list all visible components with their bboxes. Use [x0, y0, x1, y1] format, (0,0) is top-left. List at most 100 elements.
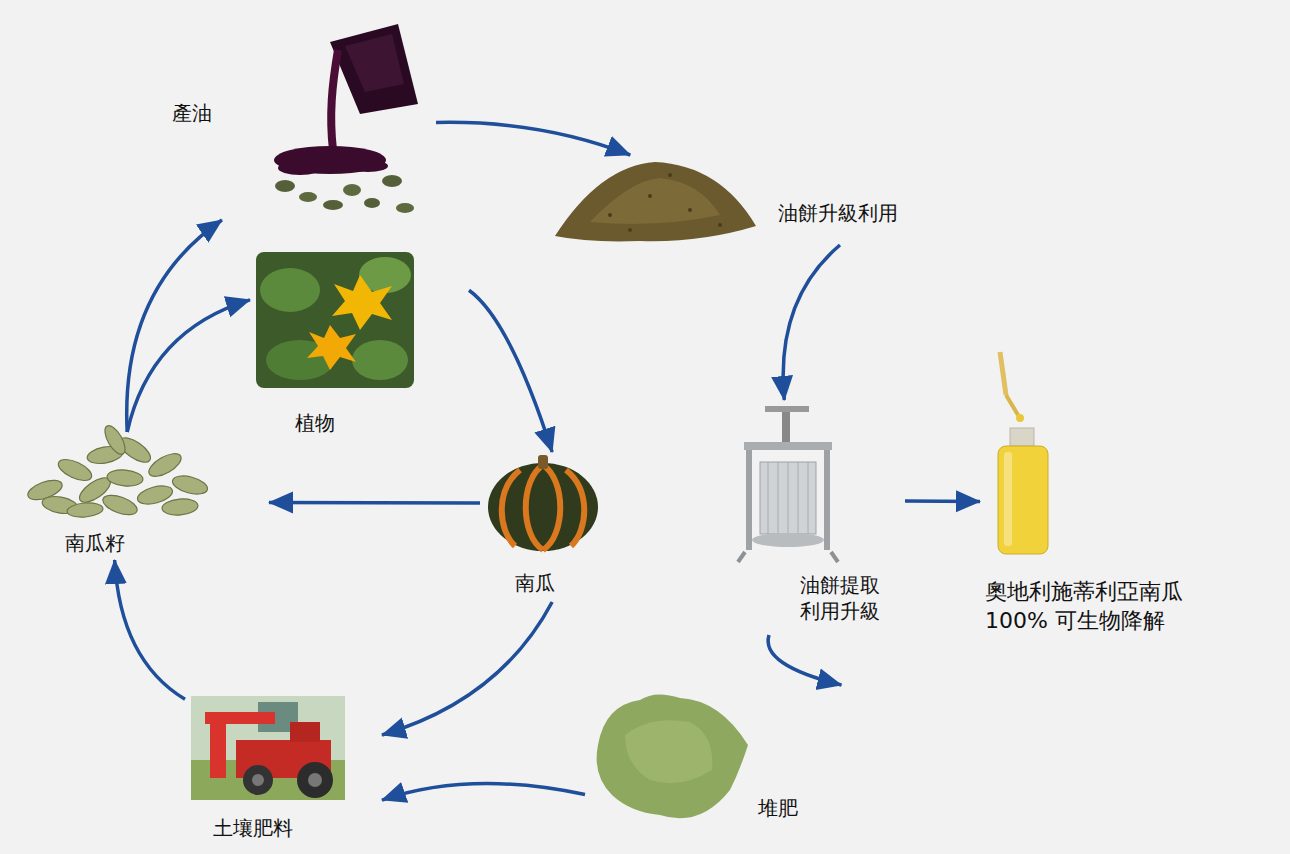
oil-picture-part [299, 192, 317, 202]
press-picture-part [744, 442, 832, 450]
press-picture [738, 406, 838, 562]
bottle-picture-part [1010, 428, 1034, 446]
press-picture-part [798, 462, 799, 534]
press-picture-part [752, 533, 824, 547]
cycle-arrow [382, 602, 552, 735]
seed-pile-picture-part [66, 501, 103, 518]
bottle-picture-part [998, 446, 1048, 554]
seed-pile-picture-part [171, 473, 210, 498]
press-picture-part [765, 406, 809, 412]
bottle-picture [998, 352, 1048, 554]
tractor-picture [191, 696, 345, 800]
oil-cake-picture [555, 162, 756, 241]
stage-label: 油餅升級利用 [778, 200, 1290, 226]
plant-picture [256, 252, 414, 388]
pumpkin-picture-part [566, 470, 584, 546]
plant-picture-part [332, 275, 392, 330]
cycle-stage: 堆肥 [585, 685, 992, 835]
cycle-arrow [469, 290, 552, 452]
cycle-stage: 植物 [250, 248, 469, 440]
oil-picture-part [382, 175, 402, 187]
pumpkin-picture [488, 455, 598, 551]
cycle-arrow [768, 635, 841, 685]
stage-label: 油餅提取 利用升級 [800, 572, 900, 624]
tractor-picture-part [290, 722, 320, 742]
cycle-arrow [127, 220, 222, 432]
oil-picture-part [364, 198, 380, 208]
pumpkin-picture-part [543, 465, 560, 550]
oil-picture [274, 24, 418, 213]
plant-picture-part [256, 252, 414, 388]
press-picture-part [738, 552, 838, 562]
pumpkin-picture-part [538, 455, 548, 469]
oil-picture-part [331, 50, 338, 150]
pumpkin-picture-part [526, 465, 543, 550]
stage-label: 南瓜 [515, 570, 679, 596]
cycle-stage: 產油 [165, 25, 436, 220]
oil-picture-part [330, 24, 418, 114]
tractor-picture-part [205, 712, 275, 724]
oil-picture-part [343, 184, 361, 196]
press-picture-part [824, 450, 830, 550]
oil-picture-part [348, 160, 388, 172]
oil-cake-picture-part [688, 208, 692, 212]
bottle-picture-part [1016, 414, 1024, 422]
cycle-stage: 油餅升級利用 [550, 155, 1167, 245]
oil-cake-picture-part [608, 213, 612, 217]
oil-picture-part [396, 203, 414, 213]
press-picture-part [788, 462, 789, 534]
oil-picture-part [275, 180, 295, 192]
seed-pile-picture-part [161, 497, 198, 516]
seed-pile-picture [25, 423, 209, 519]
seed-pile-picture-part [106, 468, 143, 487]
cycle-stage: 奧地利施蒂利亞南瓜 100% 可生物降解 [980, 348, 1224, 643]
bottle-picture-part [1004, 452, 1012, 546]
cycle-arrow [115, 560, 185, 699]
tractor-picture-part [308, 773, 322, 787]
cycle-arrow [905, 499, 980, 503]
oil-cake-picture-part [718, 223, 722, 227]
press-picture-part [760, 462, 816, 534]
bottle-picture-part [1006, 395, 1018, 415]
cycle-arrow [783, 245, 840, 400]
compost-picture-part [625, 720, 712, 783]
cycle-stage: 南瓜 [480, 452, 644, 602]
oil-cake-picture-part [590, 178, 720, 224]
cycle-arrow [269, 501, 480, 505]
oil-picture-part [345, 34, 404, 92]
oil-cake-picture-part [628, 228, 632, 232]
pumpkin-picture-part [502, 470, 520, 546]
cycle-arrow [436, 122, 630, 155]
stage-label: 南瓜籽 [65, 530, 316, 556]
cycle-stage: 土壤肥料 [185, 690, 382, 845]
oil-picture-part [278, 161, 322, 175]
press-picture-part [808, 462, 809, 534]
oil-cake-picture-part [648, 194, 652, 198]
plant-picture-part [352, 340, 408, 380]
tractor-picture-part [297, 762, 333, 798]
pumpkin-picture-part [488, 463, 598, 551]
bottle-picture-part [1000, 352, 1006, 395]
plant-picture-part [260, 268, 320, 312]
cycle-arrow [382, 783, 585, 800]
tractor-picture-part [210, 724, 226, 778]
oil-cake-picture-part [668, 173, 672, 177]
stage-label: 植物 [295, 410, 514, 436]
stage-label: 堆肥 [758, 795, 1165, 821]
oil-picture-part [323, 200, 343, 210]
tractor-picture-part [191, 696, 345, 800]
compost-picture [597, 694, 748, 818]
stage-label: 產油 [172, 100, 443, 126]
tractor-picture-part [252, 774, 264, 786]
cycle-arrow [127, 300, 250, 432]
seed-pile-picture-part [100, 491, 139, 518]
press-picture-part [768, 462, 769, 534]
press-picture-part [778, 462, 779, 534]
tractor-picture-part [243, 765, 273, 795]
compost-picture-part [597, 694, 748, 818]
plant-picture-part [307, 325, 356, 370]
stage-label: 土壤肥料 [213, 815, 410, 841]
